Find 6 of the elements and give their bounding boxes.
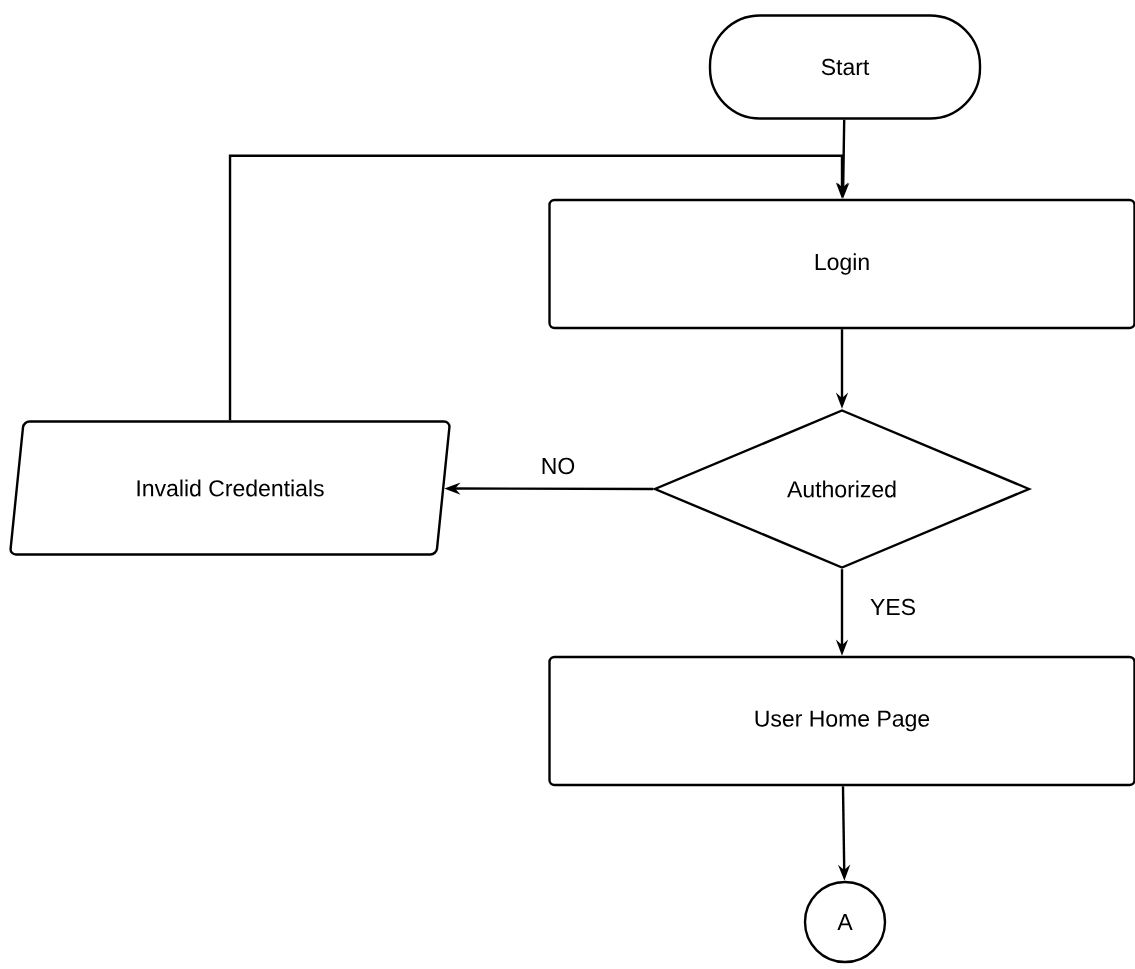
data-parallelogram: Invalid Credentials: [9, 420, 451, 556]
arrow: [228, 154, 849, 421]
edge-label: NO: [538, 455, 578, 477]
process-box: User Home Page: [548, 655, 1135, 787]
process-box: Login: [548, 198, 1135, 330]
edge-label: YES: [868, 596, 918, 618]
